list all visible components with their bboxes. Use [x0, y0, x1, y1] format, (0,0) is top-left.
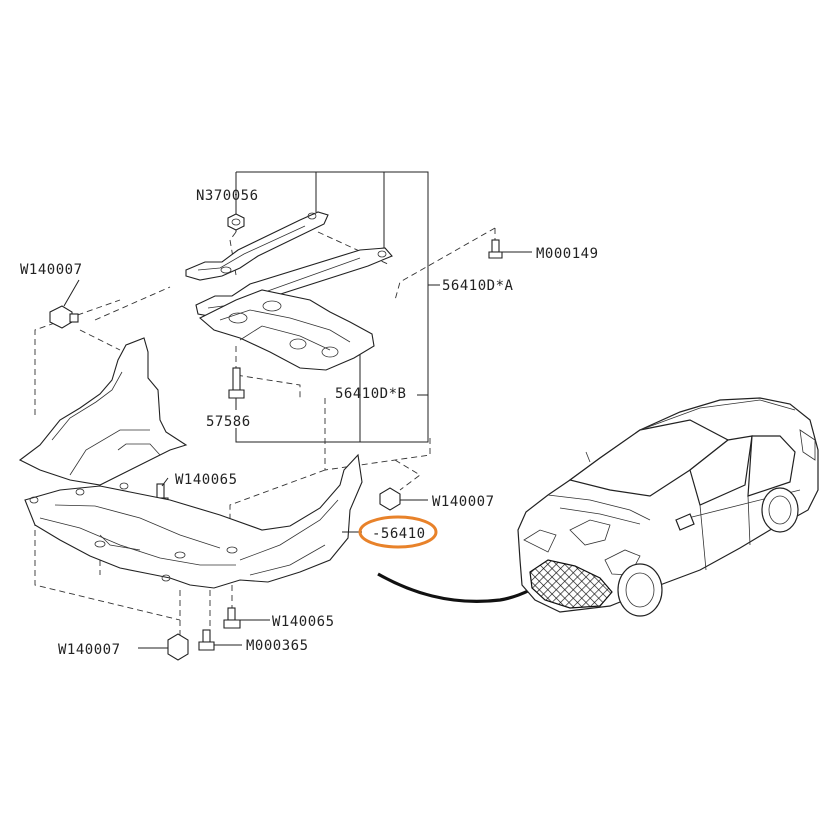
- bolt-m000365-icon: [198, 629, 215, 651]
- bolt-w140065-lower-icon: [223, 607, 241, 629]
- dashed-alignment-lines: [34, 227, 496, 640]
- bolt-m000149-icon: [488, 239, 503, 259]
- label-m000365: M000365: [246, 638, 309, 654]
- label-w140007-bottom: W140007: [58, 642, 121, 658]
- clip-w140007-left-icon: [49, 305, 79, 329]
- label-56410d-b: 56410D*B: [335, 386, 406, 402]
- under-cover-56410: [18, 337, 363, 589]
- clip-w140007-right-icon: [379, 487, 401, 511]
- car-illustration: [517, 397, 819, 617]
- nut-n370056-icon: [227, 213, 245, 231]
- bolt-57586-icon: [228, 367, 245, 399]
- label-w140007-right: W140007: [432, 494, 495, 510]
- highlight-ring: [358, 515, 438, 549]
- label-m000149: M000149: [536, 246, 599, 262]
- label-w140065-lower: W140065: [272, 614, 335, 630]
- label-56410: -56410: [372, 526, 426, 542]
- upper-bracket-assembly: [185, 211, 393, 371]
- label-56410d-a: 56410D*A: [442, 278, 514, 294]
- part-labels: N370056 W140007 M000149 56410D*A 56410D*…: [20, 188, 599, 658]
- label-57586: 57586: [206, 414, 251, 430]
- label-n370056: N370056: [196, 188, 259, 204]
- clip-w140007-bottom-icon: [167, 633, 189, 661]
- leader-frame: [235, 171, 440, 443]
- label-w140065-upper: W140065: [175, 472, 238, 488]
- label-w140007-left: W140007: [20, 262, 83, 278]
- location-pointer-arrow: [377, 572, 531, 604]
- car-under-cover-hatched-area: [529, 559, 613, 609]
- label-leader-lines: [63, 200, 532, 649]
